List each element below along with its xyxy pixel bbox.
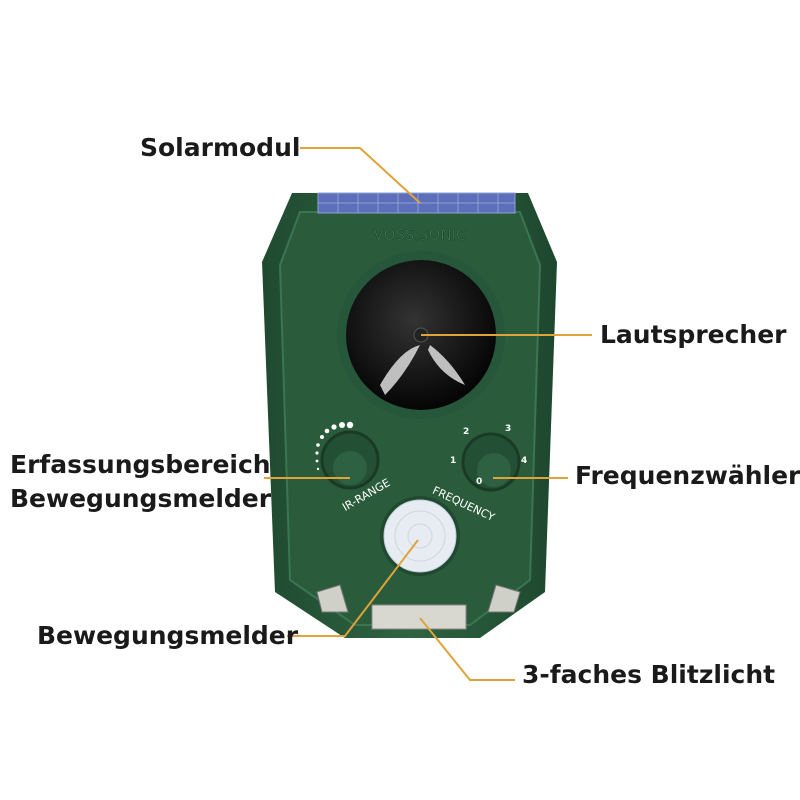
motion-sensor (380, 496, 460, 576)
brand-logo: VOSS.SONIC (373, 226, 466, 244)
flash-lights (316, 584, 521, 630)
freq-mark-3: 3 (505, 424, 511, 434)
freq-mark-2: 2 (463, 427, 469, 437)
label-speaker: Lautsprecher (600, 320, 787, 349)
leader-motion (287, 539, 419, 637)
label-solar: Solarmodul (140, 133, 301, 162)
freq-mark-4: 4 (521, 456, 527, 466)
label-range-line1: Erfassungsbereich (10, 450, 271, 479)
label-motion: Bewegungsmelder (37, 621, 299, 650)
leader-solar (300, 147, 421, 204)
leader-flash (419, 617, 515, 681)
label-range-line2: Bewegungsmelder (10, 484, 272, 513)
freq-mark-1: 1 (450, 456, 456, 466)
solar-panel (317, 192, 516, 214)
label-frequency: Frequenzwähler (575, 461, 800, 490)
leader-lines (264, 147, 592, 681)
freq-mark-0: 0 (476, 477, 482, 487)
label-flash: 3-faches Blitzlicht (522, 660, 776, 689)
